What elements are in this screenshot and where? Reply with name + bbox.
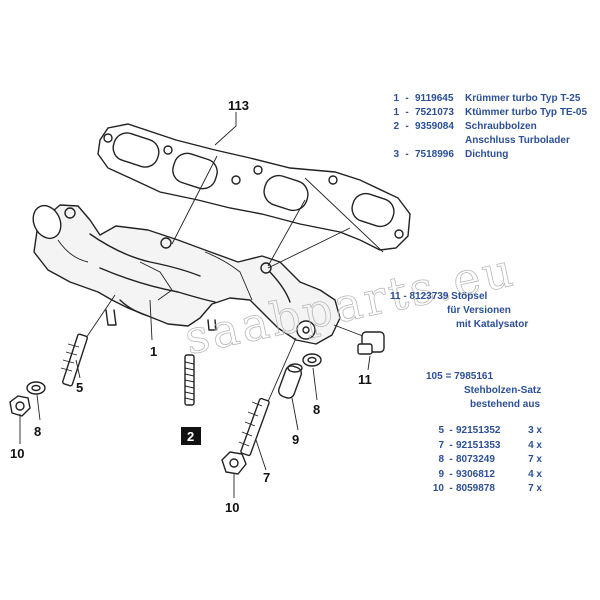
callout-11: 11 — [358, 372, 372, 387]
stud-set-subheading: bestehend aus — [470, 399, 541, 410]
callout-leaders — [19, 112, 371, 498]
manifold-1 — [32, 204, 341, 345]
stud-set-heading: 105 = 7985161 — [426, 371, 494, 382]
stud-set-item: 5- 92151352 3 x — [438, 425, 542, 436]
gasket-113 — [97, 123, 411, 251]
stud-set-legend: 105 = 7985161 Stehbolzen-Satz bestehend … — [426, 370, 596, 497]
washer-8-left — [26, 381, 46, 395]
plug-legend-line: mit Katalysator — [456, 319, 529, 330]
legend-row: 1- 9119645 Krümmer turbo Typ T-25 — [393, 93, 581, 104]
nut-10-lower — [221, 451, 247, 475]
legend-row: 1- 7521073 Ktümmer turbo Typ TE-05 — [393, 107, 588, 118]
callout-1: 1 — [150, 344, 157, 359]
callout-2-box — [181, 427, 201, 445]
callout-113: 113 — [228, 98, 249, 113]
plug-legend: 11 - 8123739 Stöpsel für Versionen mit K… — [390, 290, 590, 332]
plug-legend-line: 11 - 8123739 Stöpsel — [390, 291, 488, 302]
stud-2 — [184, 354, 195, 406]
callout-8-right: 8 — [313, 402, 320, 417]
stud-7 — [238, 397, 270, 457]
stud-5 — [60, 333, 88, 387]
washer-8-right — [302, 353, 322, 367]
callout-5: 5 — [76, 380, 83, 395]
callout-9: 9 — [292, 432, 299, 447]
nut-10-left — [9, 395, 31, 417]
callout-10-lower: 10 — [225, 500, 239, 515]
callout-2: 2 — [187, 429, 194, 444]
legend-row-continuation: Anschluss Turbolader — [465, 135, 570, 146]
manifold-studs — [105, 309, 217, 331]
callout-8-left: 8 — [34, 424, 41, 439]
plug-legend-line: für Versionen — [447, 305, 511, 316]
callout-7: 7 — [263, 470, 270, 485]
stud-set-subheading: Stehbolzen-Satz — [464, 385, 542, 396]
stud-set-item: 7- 92151353 4 x — [438, 439, 542, 451]
legend-row: 2- 9359084 Schraubbolzen — [393, 121, 537, 132]
stud-set-item: 10- 8059878 7 x — [432, 483, 542, 494]
stud-set-item: 9- 9306812 4 x — [438, 468, 542, 480]
stud-set-item: 8- 8073249 7 x — [438, 454, 542, 465]
spacer-9 — [278, 363, 303, 399]
parts-legend-top: 1- 9119645 Krümmer turbo Typ T-25 1- 752… — [383, 92, 593, 162]
plug-11 — [357, 331, 385, 355]
legend-row: 3- 7518996 Dichtung — [393, 149, 509, 160]
callout-10-left: 10 — [10, 446, 24, 461]
